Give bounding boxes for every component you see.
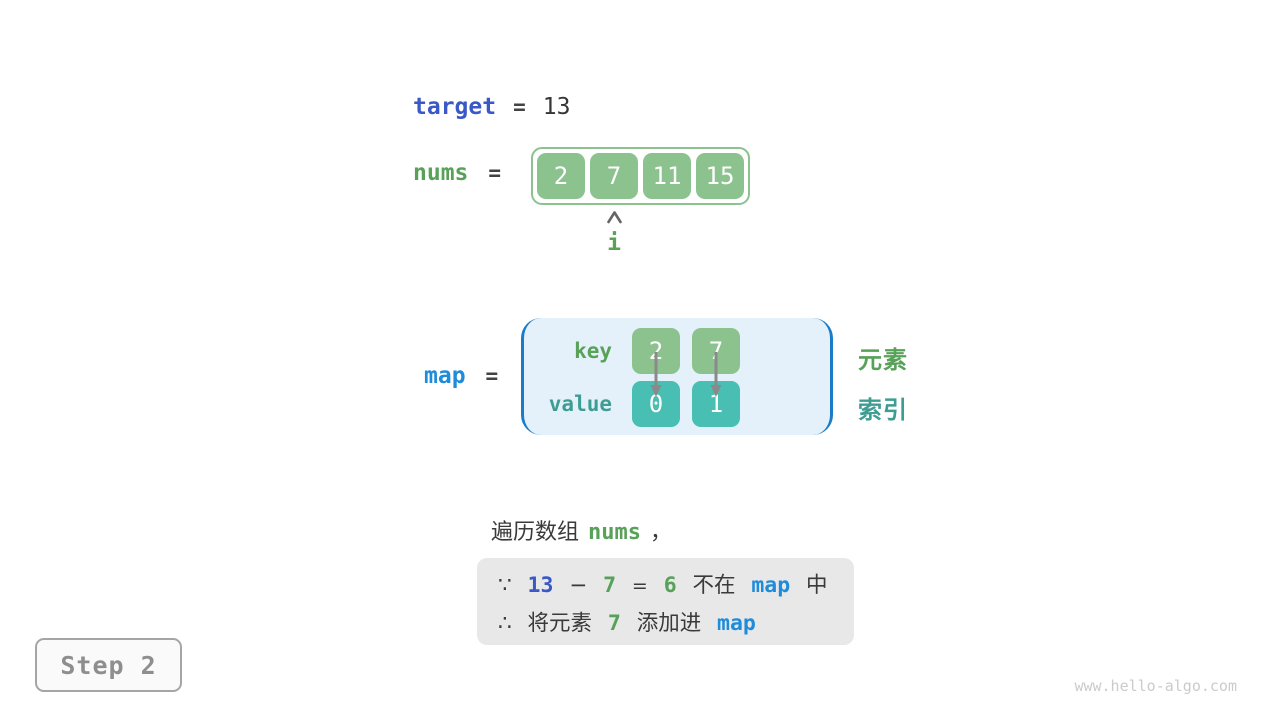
note-line2-prefix: 将元素 — [527, 611, 593, 636]
because-symbol: ∵ — [498, 573, 512, 598]
note-map-code-2: map — [717, 611, 756, 636]
note-minus-sign: − — [569, 573, 588, 598]
note-map-code-1: map — [751, 573, 791, 598]
nums-cell-3: 15 — [696, 153, 744, 199]
map-key-to-value-arrow-icon — [650, 352, 662, 397]
caption-prefix: 遍历数组 — [491, 520, 580, 545]
map-assignment-label: map = — [424, 363, 498, 389]
watermark: www.hello-algo.com — [1074, 677, 1237, 695]
nums-array: 2 7 11 15 — [531, 147, 750, 205]
note-in-suffix: 中 — [806, 573, 828, 598]
map-element-side-label: 元素 — [858, 346, 908, 374]
map-index-side-label: 索引 — [858, 396, 908, 424]
nums-cell-2: 11 — [643, 153, 691, 199]
nums-variable: nums — [413, 160, 469, 186]
map-key-row-label: key — [574, 339, 612, 363]
therefore-symbol: ∴ — [498, 611, 512, 636]
note-minuend: 13 — [527, 573, 554, 598]
note-not-in-text: 不在 — [692, 573, 736, 598]
note-line2-value: 7 — [607, 611, 621, 636]
nums-equals: = — [488, 161, 502, 185]
index-pointer-arrow-icon — [607, 211, 622, 224]
map-equals: = — [485, 364, 499, 388]
target-equals: = — [513, 95, 526, 119]
note-line2-middle: 添加进 — [636, 611, 702, 636]
map-key-to-value-arrow-icon — [710, 352, 722, 397]
caption-line: 遍历数组 nums ， — [491, 514, 672, 546]
caption-comma: ， — [650, 520, 673, 545]
note-subtrahend: 7 — [603, 573, 617, 598]
map-container: key value 2 7 0 1 — [521, 318, 833, 435]
map-variable: map — [424, 363, 466, 389]
target-value: 13 — [542, 94, 571, 120]
caption-nums-code: nums — [588, 520, 641, 545]
note-difference: 6 — [663, 573, 677, 598]
reasoning-note-box: ∵ 13 − 7 = 6 不在 map 中 ∴ 将元素 7 添加进 map — [477, 558, 854, 645]
target-variable: target — [413, 94, 497, 120]
map-value-cell-0: 0 — [632, 381, 680, 427]
index-pointer-label: i — [607, 230, 621, 256]
nums-cell-0: 2 — [537, 153, 585, 199]
note-equals-sign: = — [631, 575, 648, 597]
target-assignment: target = 13 — [413, 94, 570, 120]
map-value-row-label: value — [548, 392, 612, 416]
nums-cell-1: 7 — [590, 153, 638, 199]
note-line-2: ∴ 将元素 7 添加进 map — [498, 605, 854, 643]
map-value-cell-1: 1 — [692, 381, 740, 427]
nums-assignment-label: nums = — [413, 160, 501, 186]
note-line-1: ∵ 13 − 7 = 6 不在 map 中 — [498, 567, 854, 605]
step-badge: Step 2 — [35, 638, 182, 692]
